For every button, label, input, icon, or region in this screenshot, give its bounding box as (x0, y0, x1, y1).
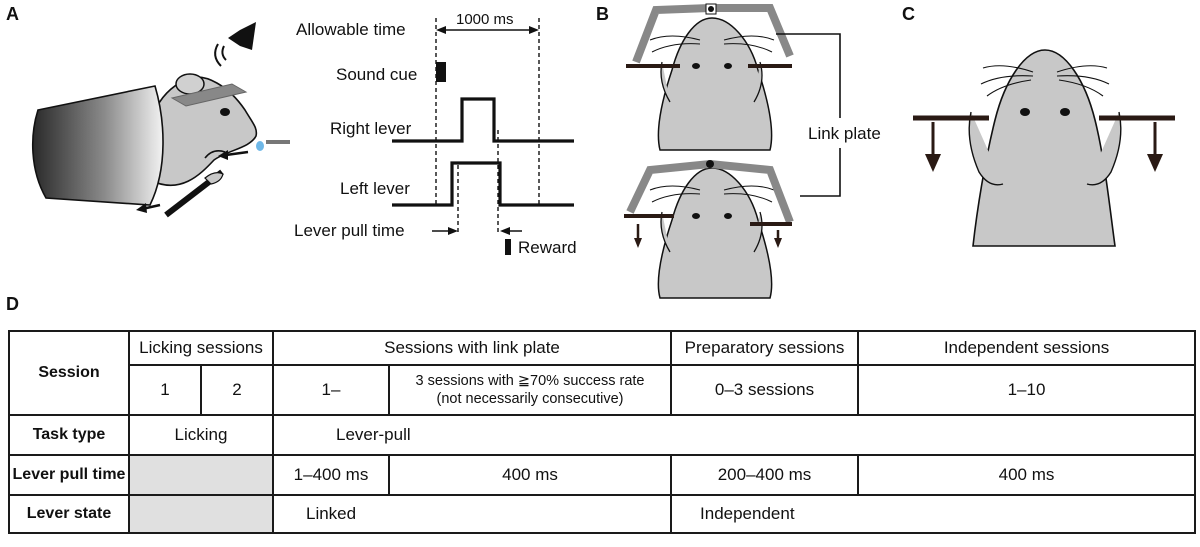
lever-state-linked: Linked (271, 494, 673, 534)
duration-label: 1000 ms (456, 11, 514, 28)
criterion-line-1: 3 sessions with ≧70% success rate (415, 373, 645, 389)
link-plate-sessions-header: Sessions with link plate (271, 330, 673, 366)
allowable-time-label: Allowable time (296, 20, 406, 39)
panel-label-d: D (6, 294, 19, 314)
rat-in-tube-illustration (31, 22, 290, 218)
head-plate (170, 83, 248, 107)
lever-pull-time-label: Lever pull time (294, 221, 405, 240)
licking-session-1: 1 (128, 364, 202, 416)
right-lever-label: Right lever (330, 119, 412, 138)
speaker-icon (214, 22, 256, 67)
rat-top-icon (649, 17, 775, 151)
right-lever-trace (392, 97, 574, 143)
water-drop (256, 141, 264, 151)
lever-state-independent: Independent (670, 494, 1197, 534)
session-table: Session Licking sessions Sessions with l… (8, 330, 1197, 534)
reward-label: Reward (518, 238, 577, 257)
task-type-licking: Licking (128, 414, 274, 456)
sound-cue-label: Sound cue (336, 65, 417, 84)
timing-diagram: 1000 ms Allowable time Sound cue Right l… (294, 11, 577, 257)
left-lever-label: Left lever (340, 179, 410, 198)
licking-sessions-header: Licking sessions (128, 330, 274, 366)
rat-icon (146, 73, 258, 186)
time-guide-lines (435, 18, 540, 235)
task-type-header: Task type (8, 414, 130, 456)
panel-label-b: B (596, 4, 609, 24)
link-plate-connector (776, 33, 841, 118)
session-header: Session (8, 330, 130, 416)
link-plate-top (632, 4, 794, 64)
preparatory-sessions-header: Preparatory sessions (670, 330, 860, 366)
body-tube (31, 85, 164, 206)
lever-pull-time-header: Lever pull time (8, 454, 130, 496)
right-pull-arrow-icon (1147, 154, 1163, 172)
rat-bottom-icon (649, 167, 775, 299)
lever-pull-time-link-2: 400 ms (387, 454, 673, 496)
rat-c-icon (968, 49, 1122, 247)
licking-session-2: 2 (200, 364, 274, 416)
sound-cue-marker (436, 62, 446, 82)
panel-label-a: A (6, 4, 19, 24)
lever-pull-time-independent: 400 ms (857, 454, 1197, 496)
preparatory-session-count: 0–3 sessions (670, 364, 860, 416)
link-session-criterion: 3 sessions with ≧70% success rate (not n… (387, 364, 673, 416)
lever-pull-time-licking-empty (128, 454, 274, 496)
task-type-lever-pull: Lever-pull (271, 414, 1197, 456)
reward-marker (505, 239, 511, 255)
independent-levers-illustration (913, 49, 1175, 247)
left-lever-trace (392, 161, 574, 207)
link-plate-label: Link plate (808, 124, 881, 143)
lever-state-licking-empty (128, 494, 274, 534)
lever-pull-time-preparatory: 200–400 ms (670, 454, 860, 496)
left-pull-arrow-icon (925, 154, 941, 172)
independent-session-count: 1–10 (857, 364, 1197, 416)
link-session-start: 1– (272, 364, 390, 416)
criterion-line-2: (not necessarily consecutive) (436, 391, 624, 407)
lever-state-header: Lever state (8, 494, 130, 534)
panel-label-c: C (902, 4, 915, 24)
lever-pull-time-link-1: 1–400 ms (272, 454, 390, 496)
link-plate-illustration: Link plate (624, 3, 881, 299)
independent-sessions-header: Independent sessions (857, 330, 1197, 366)
